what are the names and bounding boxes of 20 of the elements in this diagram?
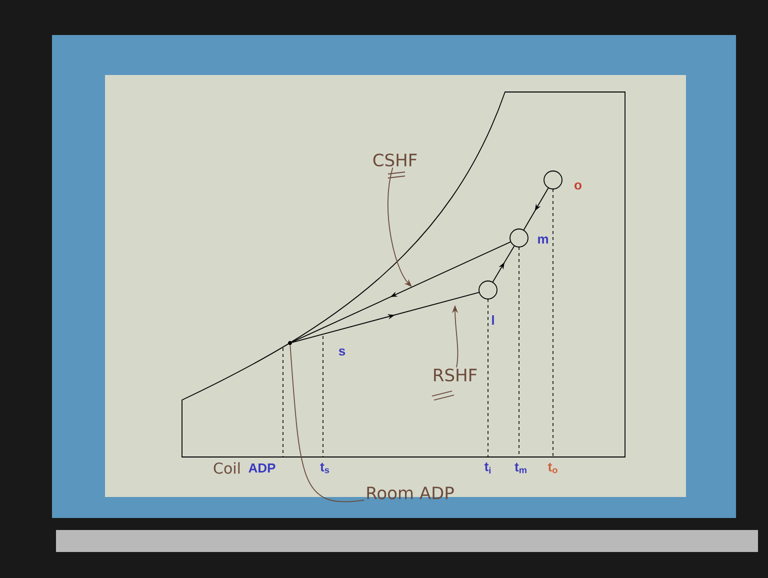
handwritten-label: RSHF — [434, 368, 477, 382]
apparatus-dew-point — [288, 341, 292, 345]
leader-line — [290, 344, 365, 502]
point-label: m — [538, 236, 548, 244]
point-label: l — [492, 315, 494, 325]
process-line — [492, 246, 515, 282]
axis-label: t$_{o}$ — [548, 462, 558, 474]
process-line — [292, 292, 480, 343]
process-line — [523, 188, 549, 230]
axis-label: ADP — [248, 464, 276, 472]
axis-label: s — [338, 348, 346, 356]
process-line — [292, 242, 511, 343]
handwritten-label: CSHF — [373, 154, 417, 166]
axis-label: t$_{m}$ — [514, 462, 526, 474]
handwritten-label: Coil — [214, 462, 240, 474]
handwritten-label: Room ADP — [367, 486, 454, 500]
leader-line — [387, 167, 412, 287]
axis-label: t$_{s}$ — [320, 462, 330, 474]
point-label: o — [574, 182, 582, 190]
axis-label: t$_{i}$ — [484, 462, 491, 474]
